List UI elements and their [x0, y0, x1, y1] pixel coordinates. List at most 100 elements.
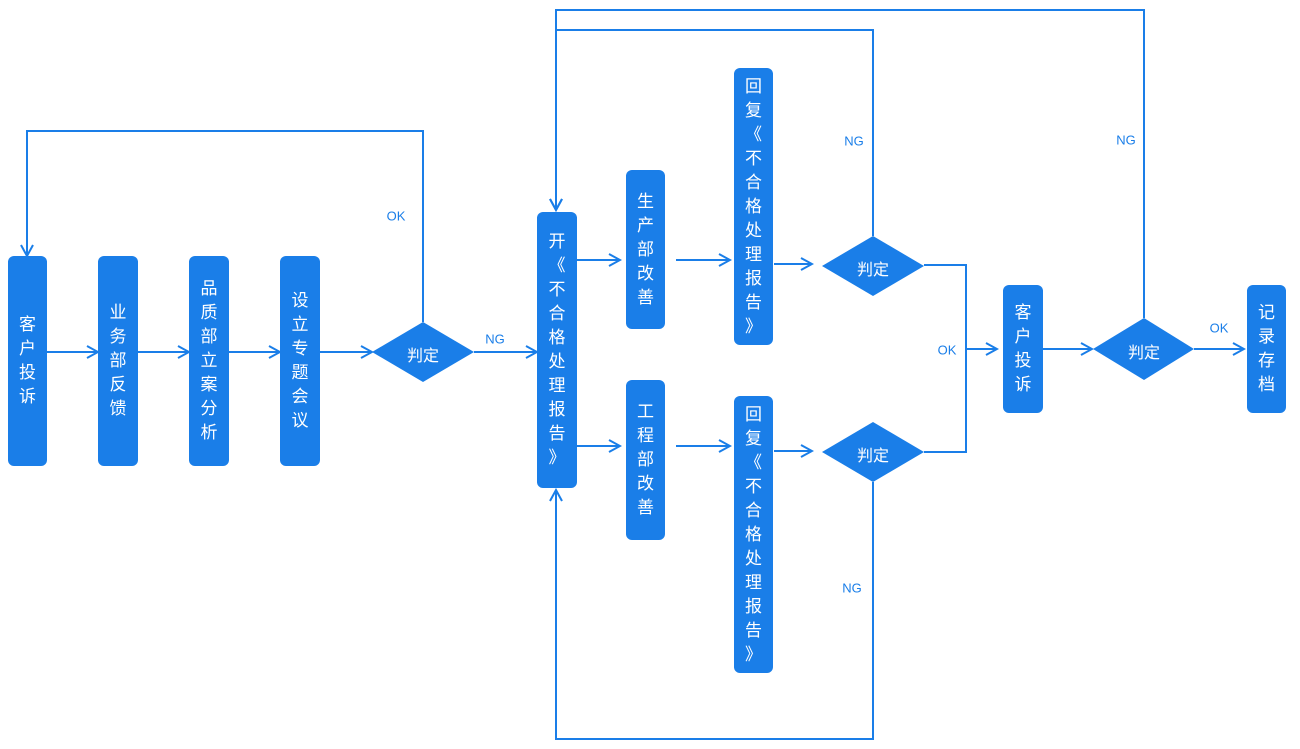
label-char: 程 [637, 426, 654, 446]
label-char: 户 [19, 339, 36, 359]
record-archive-box: 记录存档 [1247, 285, 1286, 413]
special-meeting-label: 设立专题会议 [292, 289, 309, 433]
label-char: 产 [637, 215, 654, 236]
label-char: 档 [1258, 375, 1275, 395]
production-improve-label: 生产部改善 [637, 190, 654, 310]
label-char: 》 [548, 448, 566, 468]
customer-complaint-label: 客户投诉 [19, 313, 36, 409]
record-archive-label: 记录存档 [1258, 301, 1275, 397]
label-char: 告 [745, 620, 762, 641]
label-char: 议 [291, 411, 309, 431]
label-char: 理 [548, 376, 566, 396]
decision-final-shape [1093, 318, 1194, 380]
label-char: 报 [548, 400, 566, 420]
label-char: 改 [637, 474, 654, 494]
label-char: 反 [109, 375, 127, 395]
edge-decision-top-ng-loop [556, 29, 874, 236]
engineering-improve-box: 工程部改善 [626, 380, 665, 540]
qa-case-analysis-box: 品质部立案分析 [189, 256, 229, 466]
label-char: 生 [637, 191, 654, 212]
reply-report-bottom-box: 回复《不合格处理报告》 [734, 396, 773, 673]
label-char: 投 [19, 363, 36, 383]
edge-decision-bottom-ng-loop [556, 482, 874, 740]
label-char: 存 [1258, 351, 1275, 371]
label-char: 记 [1258, 303, 1275, 323]
label-char: 立 [291, 315, 309, 335]
label-char: 报 [745, 596, 762, 617]
reply-report-top-label: 回复《不合格处理报告》 [745, 75, 762, 339]
edge-label-ok-loop: OK [386, 208, 406, 224]
label-char: 析 [200, 423, 218, 443]
label-char: 善 [637, 287, 654, 308]
reply-report-top-box: 回复《不合格处理报告》 [734, 68, 773, 345]
label-char: 《 [745, 124, 762, 145]
decision-bottom-label: 判定 [856, 446, 889, 465]
label-char: 务 [109, 327, 127, 347]
edge-decision1-ok-loop [27, 130, 424, 322]
label-char: 格 [745, 524, 762, 545]
label-char: 告 [548, 424, 566, 444]
label-char: 案 [200, 375, 218, 395]
label-char: 不 [745, 476, 762, 497]
label-char: 改 [637, 263, 654, 284]
label-char: 客 [19, 315, 36, 335]
edge-label-ng-top: NG [844, 133, 864, 149]
label-char: 格 [548, 328, 566, 348]
label-char: 客 [1014, 303, 1032, 323]
label-char: 复 [745, 428, 762, 449]
decision-1-shape [372, 322, 474, 382]
label-char: 部 [637, 450, 654, 470]
label-char: 告 [745, 292, 762, 313]
label-char: 不 [548, 280, 566, 300]
label-char: 不 [745, 148, 762, 169]
label-char: 诉 [19, 387, 36, 407]
label-char: 理 [745, 244, 762, 265]
edge-label-ok-final: OK [1209, 320, 1229, 336]
sales-feedback-box: 业务部反馈 [98, 256, 138, 466]
label-char: 品 [200, 279, 218, 299]
edge-label-ok-merge: OK [937, 342, 957, 358]
decision-1-label: 判定 [406, 346, 439, 365]
label-char: 专 [291, 339, 309, 359]
decision-final-label: 判定 [1127, 343, 1160, 362]
label-char: 理 [745, 572, 762, 593]
label-char: 》 [745, 644, 762, 665]
customer-complaint-box: 客户投诉 [8, 256, 47, 466]
label-char: 设 [291, 291, 309, 311]
label-char: 回 [745, 404, 762, 425]
label-char: 》 [745, 316, 762, 337]
label-char: 业 [109, 303, 127, 323]
label-char: 工 [637, 402, 654, 422]
label-char: 户 [1014, 327, 1032, 347]
edge-label-ng-outer: NG [1116, 132, 1136, 148]
label-char: 部 [200, 327, 218, 347]
label-char: 格 [745, 196, 762, 217]
label-char: 合 [548, 304, 566, 324]
label-char: 诉 [1014, 375, 1032, 395]
label-char: 合 [745, 500, 762, 521]
customer-complaint-2-label: 客户投诉 [1015, 301, 1032, 397]
label-char: 部 [109, 351, 127, 371]
label-char: 开 [548, 232, 566, 252]
label-char: 馈 [109, 399, 127, 419]
label-char: 投 [1014, 351, 1032, 371]
decision-top-shape [822, 236, 924, 296]
label-char: 回 [745, 76, 762, 97]
label-char: 录 [1258, 327, 1275, 347]
open-report-box: 开《不合格处理报告》 [537, 212, 577, 488]
qa-case-analysis-label: 品质部立案分析 [201, 277, 218, 445]
edge-label-ng-to-report: NG [485, 331, 505, 347]
label-char: 处 [745, 220, 762, 241]
label-char: 合 [745, 172, 762, 193]
decision-bottom-shape [822, 422, 924, 482]
label-char: 《 [745, 452, 762, 473]
label-char: 复 [745, 100, 762, 121]
edge-final-ng-outer-loop [556, 9, 1145, 318]
label-char: 处 [745, 548, 762, 569]
label-char: 善 [637, 498, 654, 518]
label-char: 部 [637, 239, 654, 260]
production-improve-box: 生产部改善 [626, 170, 665, 329]
label-char: 质 [200, 303, 218, 323]
